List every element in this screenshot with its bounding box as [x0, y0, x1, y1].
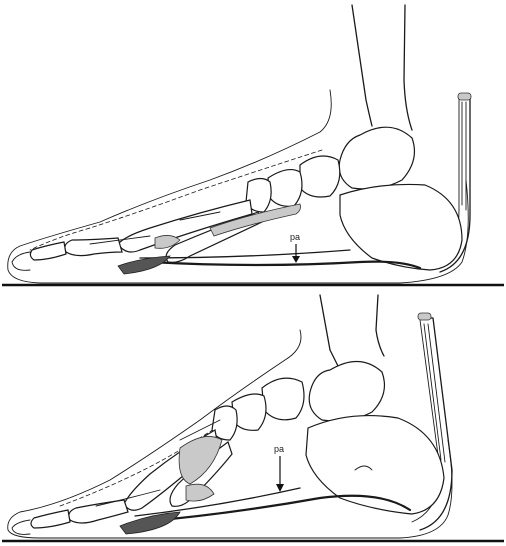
tibia [352, 5, 372, 126]
calcaneus [340, 184, 462, 270]
navicular [300, 156, 340, 197]
panel-top: pa [2, 5, 504, 285]
talus [339, 127, 414, 189]
navicular [262, 378, 304, 420]
talus [309, 361, 384, 421]
calcaneus [306, 416, 444, 514]
pa-label: pa [290, 232, 300, 242]
plantar-aponeurosis [150, 262, 420, 268]
tibia [320, 295, 338, 366]
phalanges [69, 500, 128, 523]
pa-label: pa [274, 444, 284, 454]
panel-bottom: pa [2, 295, 504, 541]
